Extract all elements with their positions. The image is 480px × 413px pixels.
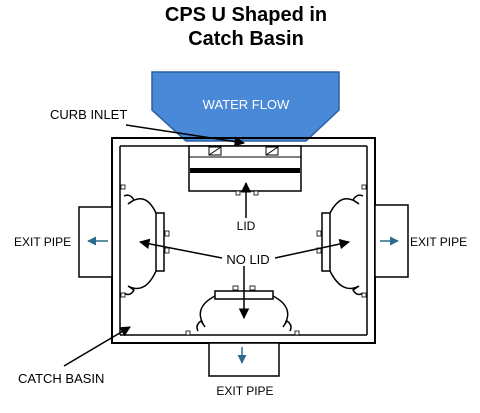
- cps-unit-top-lid-bar: [190, 168, 300, 173]
- top-bracket-right-diag: [265, 146, 279, 156]
- bottom-wall-clip-right: [294, 330, 300, 336]
- no-lid-arrow-right: [274, 238, 351, 259]
- cps-unit-left-curve-bottom: [123, 270, 157, 296]
- cps-unit-left-screen: [155, 212, 165, 272]
- top-clip-right: [253, 190, 259, 196]
- water-flow-shape: [151, 71, 340, 142]
- left-wall-clip-bottom: [120, 292, 126, 298]
- water-flow-label: WATER FLOW: [203, 97, 290, 112]
- exit-pipe-bottom-label: EXIT PIPE: [216, 384, 273, 398]
- exit-pipe-left-box: [78, 206, 113, 278]
- curb-inlet-arrow: [125, 124, 246, 147]
- cps-unit-bottom-curve-right: [272, 295, 292, 332]
- catch-basin-label: CATCH BASIN: [18, 371, 104, 386]
- right-wall-clip-bottom: [361, 292, 367, 298]
- bottom-clip-1: [232, 285, 239, 291]
- lid-label: LID: [237, 219, 256, 233]
- right-clip-1: [316, 230, 322, 237]
- cps-unit-right-curve-bottom: [329, 270, 364, 296]
- left-clip-2: [164, 247, 170, 254]
- top-bracket-left-diag: [208, 146, 222, 156]
- exit-pipe-right-label: EXIT PIPE: [410, 235, 467, 249]
- catch-basin-arrow: [63, 326, 131, 367]
- bottom-wall-clip-left: [185, 330, 191, 336]
- cps-unit-left-curve-top: [123, 194, 157, 214]
- title-line-1: CPS U Shaped in: [165, 4, 327, 26]
- left-clip-1: [164, 230, 170, 237]
- left-wall-clip-top: [120, 184, 126, 190]
- cps-unit-right-curve-top: [329, 194, 364, 214]
- exit-pipe-left-label: EXIT PIPE: [14, 235, 71, 249]
- no-lid-arrow-left: [138, 238, 223, 259]
- cps-unit-bottom-curve-left: [196, 295, 216, 332]
- cps-unit-right-screen: [321, 212, 331, 272]
- bottom-clip-2: [249, 285, 256, 291]
- exit-pipe-bottom-box: [208, 342, 280, 377]
- no-lid-label: NO LID: [226, 252, 269, 267]
- title-line-2: Catch Basin: [188, 28, 304, 50]
- right-wall-clip-top: [361, 184, 367, 190]
- top-clip-left: [235, 190, 241, 196]
- curb-inlet-label: CURB INLET: [50, 107, 127, 122]
